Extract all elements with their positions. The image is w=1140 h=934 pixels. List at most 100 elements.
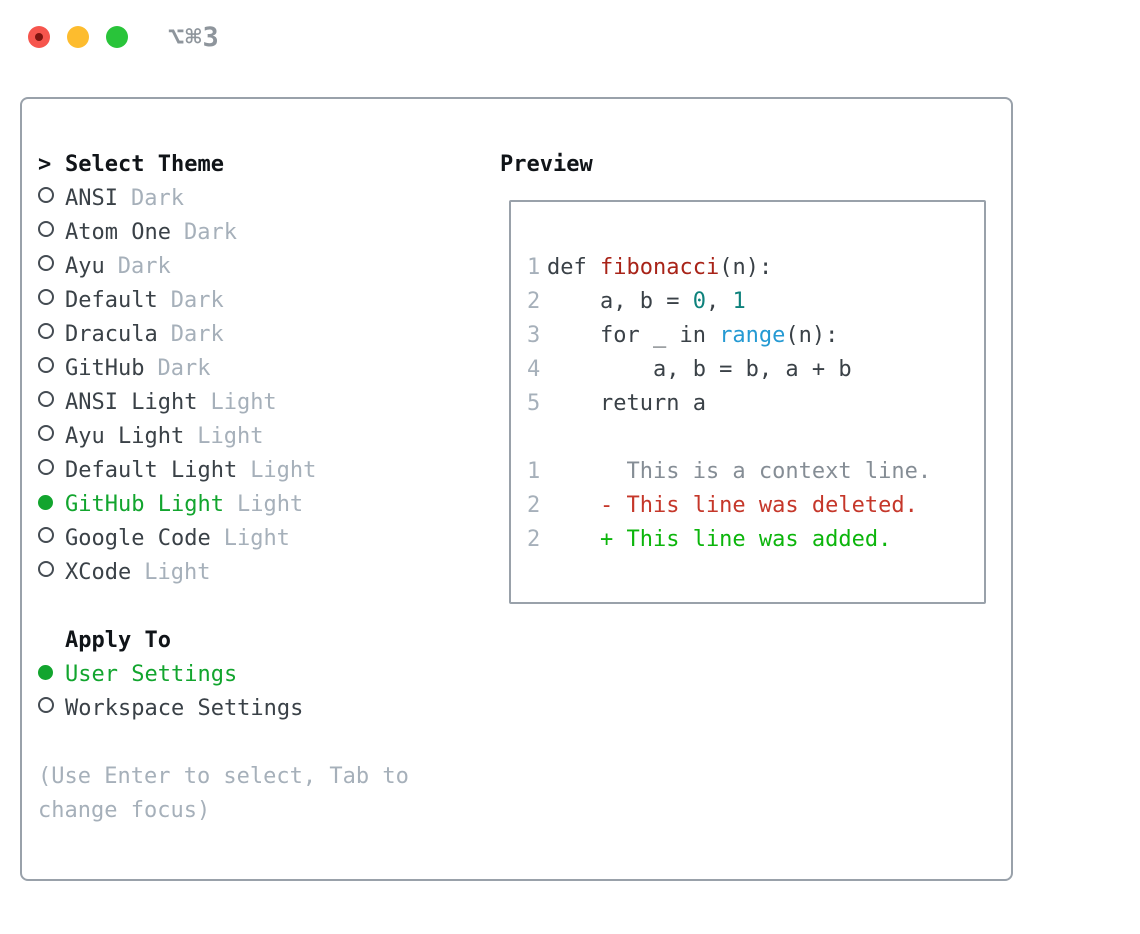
code-token: (n):	[785, 323, 839, 348]
radio-cell	[38, 352, 65, 386]
preview-line: 4 a, b = b, a + b	[527, 353, 984, 387]
code-token: - This line was deleted.	[547, 493, 918, 518]
radio-cell	[38, 250, 65, 284]
theme-variant: Dark	[157, 356, 211, 381]
code-token: This is a context line.	[547, 459, 932, 484]
code-token: ,	[705, 289, 733, 314]
code-token: (n):	[719, 255, 773, 280]
theme-option[interactable]: Ayu Light Light	[38, 420, 409, 454]
theme-variant: Light	[210, 390, 277, 415]
code-token: return a	[547, 391, 706, 416]
code-token: def	[547, 255, 600, 280]
radio-cell	[38, 284, 65, 318]
theme-name: GitHub	[65, 356, 145, 381]
theme-variant: Dark	[170, 288, 224, 313]
radio-selected-icon	[38, 495, 53, 510]
code-token: fibonacci	[599, 255, 720, 280]
radio-icon	[38, 425, 54, 441]
code-token: range	[719, 323, 786, 348]
theme-list-header: > Select Theme	[38, 148, 409, 182]
radio-icon	[38, 527, 54, 543]
apply-option[interactable]: User Settings	[38, 658, 409, 692]
theme-option[interactable]: Default Dark	[38, 284, 409, 318]
theme-variant: Dark	[117, 254, 171, 279]
line-number: 5	[527, 391, 541, 416]
code-token: a, b = b, a + b	[547, 357, 852, 382]
help-text: change focus)	[38, 798, 211, 823]
theme-variant: Light	[223, 526, 290, 551]
code-token: 1	[732, 289, 746, 314]
theme-name: ANSI Light	[65, 390, 198, 415]
line-number: 1	[527, 255, 541, 280]
radio-selected-icon	[38, 665, 53, 680]
radio-cell	[38, 556, 65, 590]
preview-line: 2 + This line was added.	[527, 523, 984, 557]
theme-variant: Dark	[170, 322, 224, 347]
minimize-button[interactable]	[67, 26, 89, 48]
code-token: + This line was added.	[547, 527, 892, 552]
theme-name: XCode	[65, 560, 132, 585]
theme-name: Ayu	[65, 254, 105, 279]
preview-line	[527, 421, 984, 455]
close-button[interactable]	[28, 26, 50, 48]
radio-cell	[38, 182, 65, 216]
preview-line: 2 a, b = 0, 1	[527, 285, 984, 319]
theme-variant: Light	[236, 492, 304, 517]
theme-option[interactable]: XCode Light	[38, 556, 409, 590]
radio-icon	[38, 221, 54, 237]
theme-variant: Light	[144, 560, 211, 585]
code-token: 0	[692, 289, 706, 314]
radio-icon	[38, 459, 54, 475]
theme-name: Ayu Light	[65, 424, 185, 449]
code-token: a, b =	[547, 289, 693, 314]
theme-option[interactable]: GitHub Dark	[38, 352, 409, 386]
theme-variant: Dark	[130, 186, 184, 211]
line-number: 4	[527, 357, 541, 382]
apply-option[interactable]: Workspace Settings	[38, 692, 409, 726]
radio-cell	[38, 386, 65, 420]
theme-option[interactable]: ANSI Light Light	[38, 386, 409, 420]
radio-icon	[38, 561, 54, 577]
radio-cell	[38, 318, 65, 352]
apply-to-title: Apply To	[65, 628, 171, 653]
spacer-row	[38, 590, 409, 624]
spacer-row	[38, 726, 409, 760]
theme-variant: Light	[197, 424, 264, 449]
preview-line: 2 - This line was deleted.	[527, 489, 984, 523]
radio-icon	[38, 323, 54, 339]
theme-option[interactable]: Default Light Light	[38, 454, 409, 488]
radio-icon	[38, 255, 54, 271]
radio-cell	[38, 488, 65, 522]
theme-name: Default Light	[65, 458, 238, 483]
line-number: 3	[527, 323, 541, 348]
line-number: 2	[527, 289, 541, 314]
radio-icon	[38, 187, 54, 203]
radio-cell	[38, 420, 65, 454]
radio-cell	[38, 658, 65, 692]
zoom-button[interactable]	[106, 26, 128, 48]
code-token: for _ in	[547, 323, 720, 348]
preview-line: 3 for _ in range(n):	[527, 319, 984, 353]
radio-icon	[38, 357, 54, 373]
theme-option[interactable]: Ayu Dark	[38, 250, 409, 284]
cursor-icon: >	[38, 152, 52, 177]
preview-header: Preview	[500, 152, 593, 177]
radio-icon	[38, 697, 54, 713]
radio-icon	[38, 391, 54, 407]
theme-name: Default	[65, 288, 158, 313]
theme-variant: Dark	[183, 220, 237, 245]
theme-variant: Light	[250, 458, 317, 483]
preview-line: 1 This is a context line.	[527, 455, 984, 489]
theme-list-title: Select Theme	[65, 152, 224, 177]
window-title: ⌥⌘3	[168, 22, 220, 53]
preview-line: 5 return a	[527, 387, 984, 421]
unsaved-dot-icon	[35, 33, 43, 41]
